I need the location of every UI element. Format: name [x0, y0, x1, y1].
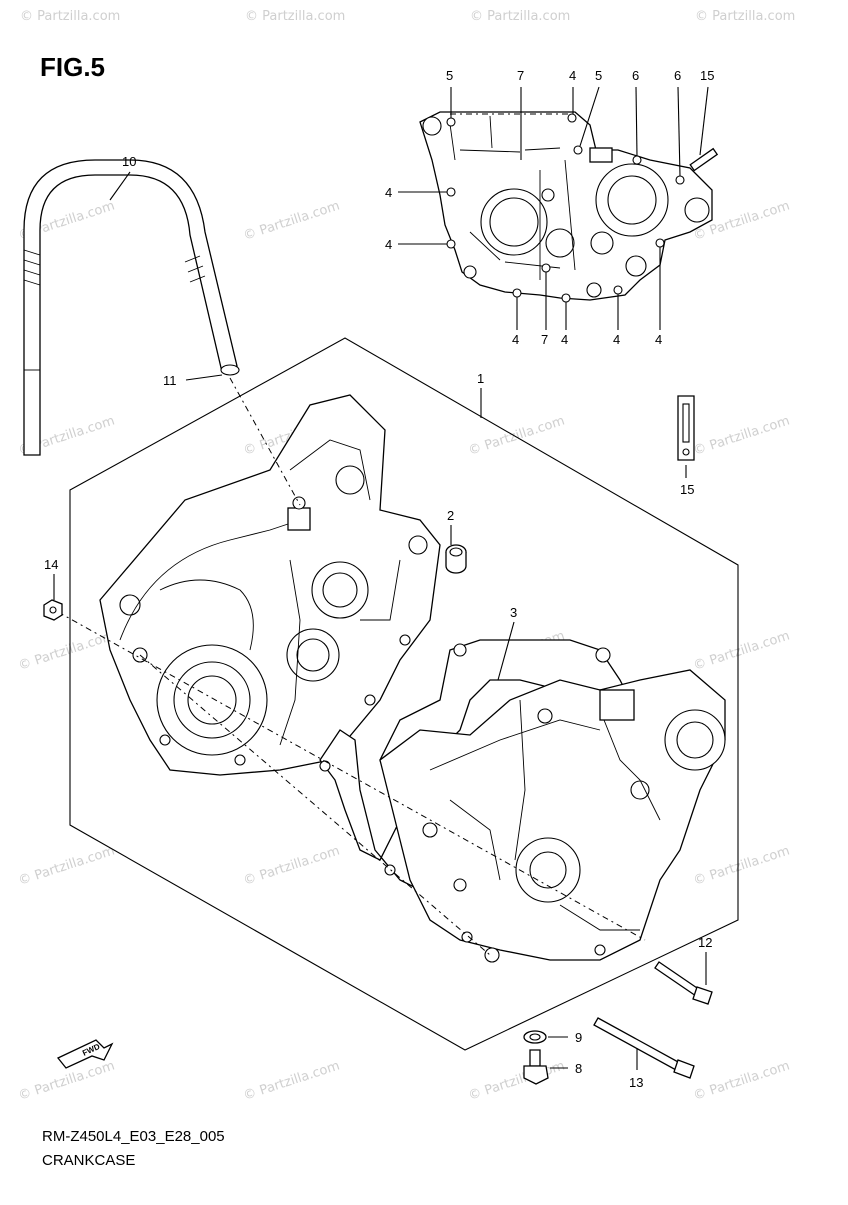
callout-2: 2 [447, 508, 454, 523]
assembly-boundary [69, 337, 739, 1051]
watermark: © Partzilla.com [242, 844, 342, 889]
nut-14 [43, 599, 63, 621]
washer-9 [523, 1030, 547, 1044]
bolt-holes [446, 113, 685, 303]
callout-3: 3 [510, 605, 517, 620]
callout-1: 1 [477, 371, 484, 386]
callout-4: 4 [613, 332, 620, 347]
watermark: © Partzilla.com [692, 414, 792, 459]
drain-bolt-8 [523, 1049, 549, 1085]
forward-arrow-icon: FWD [56, 1039, 114, 1069]
watermark: © Partzilla.com [470, 9, 570, 24]
dowel-pin [445, 544, 467, 574]
callout-4: 4 [569, 68, 576, 83]
watermark: © Partzilla.com [17, 844, 117, 889]
breather-hose [23, 159, 240, 456]
figure-name: CRANKCASE [42, 1152, 136, 1169]
watermark: © Partzilla.com [245, 9, 345, 24]
callout-13: 13 [629, 1075, 643, 1090]
callout-4: 4 [385, 237, 392, 252]
watermark: © Partzilla.com [695, 9, 795, 24]
callout-6: 6 [632, 68, 639, 83]
watermark: © Partzilla.com [20, 9, 120, 24]
watermark: © Partzilla.com [242, 199, 342, 244]
plate-15 [677, 395, 695, 461]
bolt-13 [593, 1017, 695, 1079]
watermark: © Partzilla.com [242, 1059, 342, 1104]
crankcase-right-half [379, 669, 726, 963]
watermark: © Partzilla.com [17, 629, 117, 674]
callout-10: 10 [122, 154, 136, 169]
callout-labels: 5 7 4 5 6 6 15 4 4 4 7 4 4 4 10 11 1 2 3… [44, 68, 714, 1090]
watermark: © Partzilla.com [467, 414, 567, 459]
callout-15: 15 [700, 68, 714, 83]
bolt-layout-inset [419, 111, 719, 303]
callout-11: 11 [163, 373, 177, 388]
main-leaders [53, 171, 707, 1070]
callout-6: 6 [674, 68, 681, 83]
callout-5: 5 [446, 68, 453, 83]
callout-7: 7 [541, 332, 548, 347]
callout-4: 4 [512, 332, 519, 347]
watermark: © Partzilla.com [692, 629, 792, 674]
callout-4: 4 [385, 185, 392, 200]
callout-12: 12 [698, 935, 712, 950]
figure-title: FIG.5 [40, 52, 106, 82]
callout-14: 14 [44, 557, 58, 572]
watermark: © Partzilla.com [692, 1059, 792, 1104]
callout-8: 8 [575, 1061, 582, 1076]
bolt-12 [654, 961, 713, 1005]
model-code: RM-Z450L4_E03_E28_005 [42, 1128, 225, 1145]
assembly-centerlines [57, 377, 646, 956]
callout-4: 4 [655, 332, 662, 347]
callout-5: 5 [595, 68, 602, 83]
callout-9: 9 [575, 1030, 582, 1045]
watermark: © Partzilla.com [692, 844, 792, 889]
inset-leaders [398, 86, 709, 330]
callout-4: 4 [561, 332, 568, 347]
callout-7: 7 [517, 68, 524, 83]
callout-15: 15 [680, 482, 694, 497]
crankcase-left-half [99, 394, 441, 776]
watermark: © Partzilla.com [467, 1059, 567, 1104]
